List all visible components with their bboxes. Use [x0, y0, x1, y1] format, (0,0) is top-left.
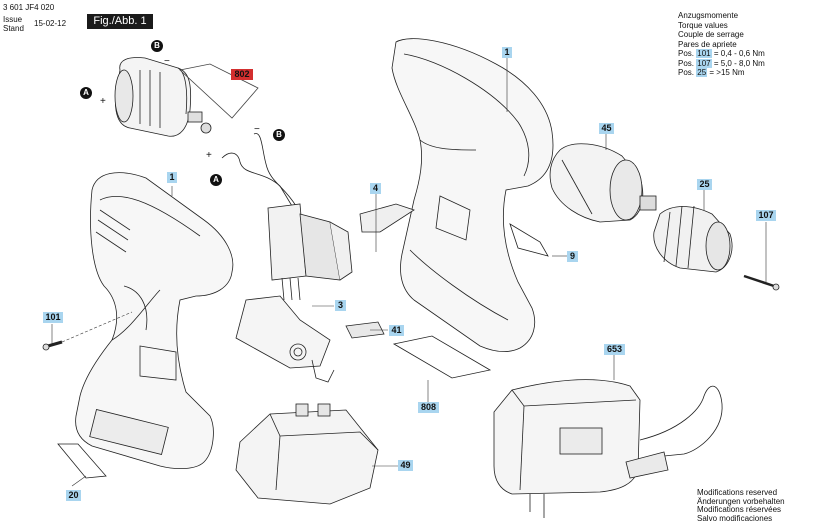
torque-title-de: Anzugsmomente [678, 11, 739, 20]
part-number: 3 601 JF4 020 [3, 3, 55, 12]
plus-sign: + [206, 150, 212, 161]
part-label-49: 49 [398, 460, 413, 471]
figure-title: Fig./Abb. 1 [87, 14, 153, 29]
marker-b: B [276, 130, 282, 139]
torque-title-en: Torque values [678, 20, 728, 30]
gearbox-part [549, 143, 657, 223]
issue-label: Issue [3, 15, 23, 24]
modifications-note: Modifications reserved Änderungen vorbeh… [697, 488, 785, 523]
strip-20-part [57, 443, 107, 479]
housing-left-part [75, 172, 234, 470]
nameplate-808-part [392, 335, 492, 379]
part-label-41: 41 [389, 325, 404, 336]
marker-b-circle [151, 40, 163, 52]
part-label-802: 802 [231, 69, 253, 80]
charger-part [493, 379, 723, 518]
part-label-107: 107 [756, 210, 776, 221]
minus-sign: − [254, 124, 260, 135]
torque-table: Anzugsmomente Torque values Couple de se… [678, 11, 765, 78]
part-label-20: 20 [66, 490, 81, 501]
switch-part [235, 203, 353, 383]
torque-row: Pos. 107 = 5,0 - 8,0 Nm [678, 58, 765, 68]
battery-part [235, 403, 379, 505]
screw-101-part [42, 340, 63, 351]
part-label-1: 1 [502, 47, 512, 58]
torque-row: Pos. 101 = 0,4 - 0,6 Nm [678, 49, 765, 58]
torque-title-es: Pares de apriete [678, 39, 737, 49]
motor-part [114, 57, 212, 137]
part-label-653: 653 [604, 344, 625, 355]
minus-sign: − [164, 56, 170, 67]
note-line: Änderungen vorbehalten [697, 496, 785, 506]
marker-b: B [154, 41, 160, 50]
screw-107-part [743, 274, 780, 291]
part-label-45: 45 [599, 123, 614, 134]
leader-lines [51, 58, 767, 487]
marker-a: A [213, 175, 219, 184]
part-label-101: 101 [43, 312, 63, 323]
torque-title-fr: Couple de serrage [678, 30, 744, 39]
plus-sign: + [100, 96, 106, 107]
part-41 [345, 321, 385, 339]
note-line: Modifications réservées [697, 505, 782, 515]
note-line: Salvo modificaciones [697, 513, 773, 523]
clip-part [359, 203, 415, 233]
chuck-part [653, 205, 733, 273]
housing-right-part [391, 38, 554, 352]
marker-a2-circle [210, 174, 222, 186]
torque-row: Pos. 25 = >15 Nm [678, 68, 745, 77]
marker-b2-circle [273, 129, 285, 141]
part-label-4: 4 [370, 183, 381, 194]
stand-label: Stand [3, 24, 24, 33]
marker-a-circle [80, 87, 92, 99]
part-label-25: 25 [697, 179, 712, 190]
part-label-808: 808 [418, 402, 439, 413]
part-label-9: 9 [567, 251, 578, 262]
plate-9-part [509, 223, 549, 257]
part-label-3: 3 [335, 300, 346, 311]
part-label-1: 1 [167, 172, 177, 183]
issue-date: 15-02-12 [34, 19, 67, 28]
marker-a: A [83, 88, 89, 97]
note-line: Modifications reserved [697, 488, 778, 497]
